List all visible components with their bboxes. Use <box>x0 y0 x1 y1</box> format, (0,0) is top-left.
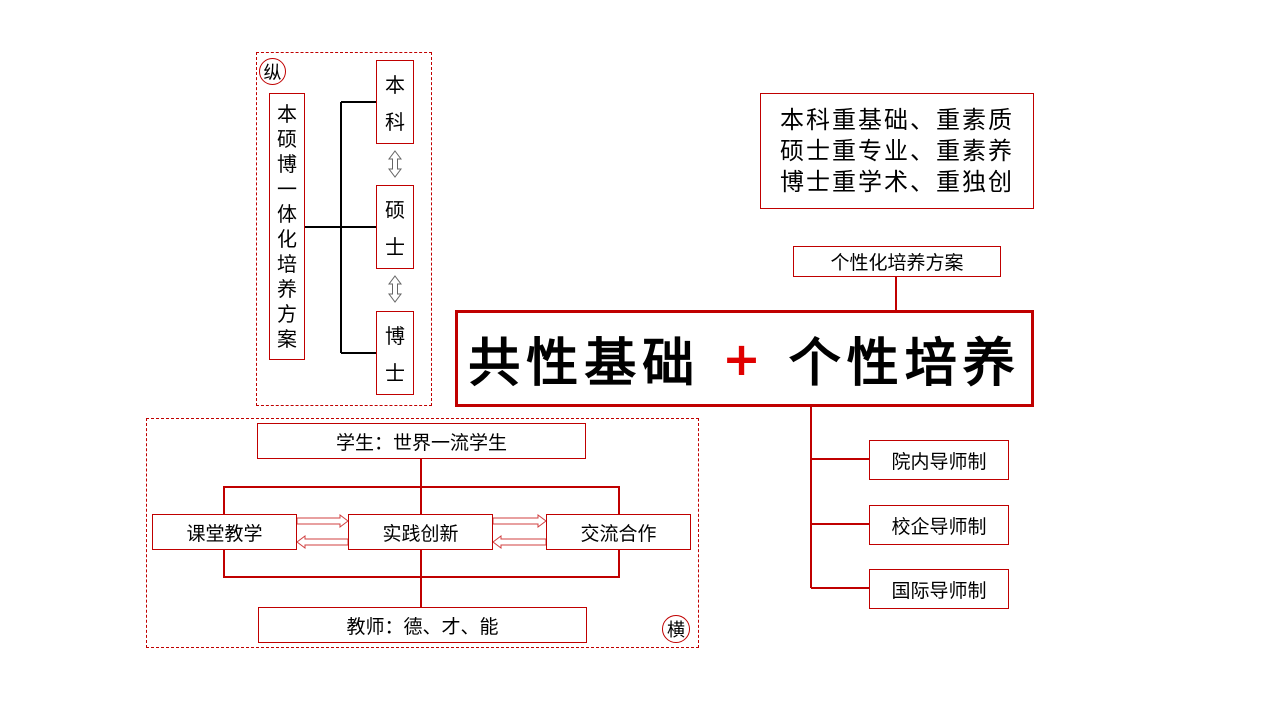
headline-box: 共性基础 + 个性培养 <box>455 310 1034 407</box>
double-arrow-icon <box>388 150 402 303</box>
headline-personal: 个性培养 <box>788 334 1021 394</box>
personalized-plan-box: 个性化培养方案 <box>793 246 1001 277</box>
char: 培 <box>277 251 297 276</box>
horizontal-section-frame <box>146 418 699 648</box>
mentor-international: 国际导师制 <box>869 569 1009 609</box>
mentor-internal: 院内导师制 <box>869 440 1009 480</box>
char: 方 <box>277 301 297 326</box>
char: 士 <box>385 361 405 385</box>
char: 体 <box>277 201 297 226</box>
char: 硕 <box>385 198 405 222</box>
plus-icon: + <box>722 331 767 386</box>
stage-doctoral: 博士 <box>376 311 414 395</box>
pillar-practice: 实践创新 <box>348 514 493 550</box>
char: 一 <box>277 176 297 201</box>
integrated-plan-box: 本 硕 博 一 体 化 培 养 方 案 <box>269 93 305 360</box>
char: 博 <box>385 324 405 348</box>
vertical-marker: 纵 <box>259 58 286 85</box>
principle-line: 本科重基础、重素质 <box>780 105 1014 134</box>
char: 本 <box>277 101 297 126</box>
mentor-industry: 校企导师制 <box>869 505 1009 545</box>
principles-box: 本科重基础、重素质 硕士重专业、重素养 博士重学术、重独创 <box>760 93 1034 209</box>
headline-common: 共性基础 <box>468 334 701 394</box>
teacher-box: 教师：德、才、能 <box>258 607 587 643</box>
stage-master: 硕士 <box>376 185 414 269</box>
char: 案 <box>277 326 297 351</box>
principle-line: 博士重学术、重独创 <box>780 167 1014 196</box>
char: 博 <box>277 151 297 176</box>
stage-undergraduate: 本科 <box>376 60 414 144</box>
principle-line: 硕士重专业、重素养 <box>780 136 1014 165</box>
char: 本 <box>385 73 405 97</box>
char: 士 <box>385 235 405 259</box>
char: 硕 <box>277 126 297 151</box>
vertical-section-frame <box>256 52 432 406</box>
char: 化 <box>277 226 297 251</box>
pillar-exchange: 交流合作 <box>546 514 691 550</box>
char: 科 <box>385 110 405 134</box>
horizontal-marker: 横 <box>662 615 690 643</box>
pillar-classroom: 课堂教学 <box>152 514 297 550</box>
student-box: 学生：世界一流学生 <box>257 423 586 459</box>
char: 养 <box>277 276 297 301</box>
